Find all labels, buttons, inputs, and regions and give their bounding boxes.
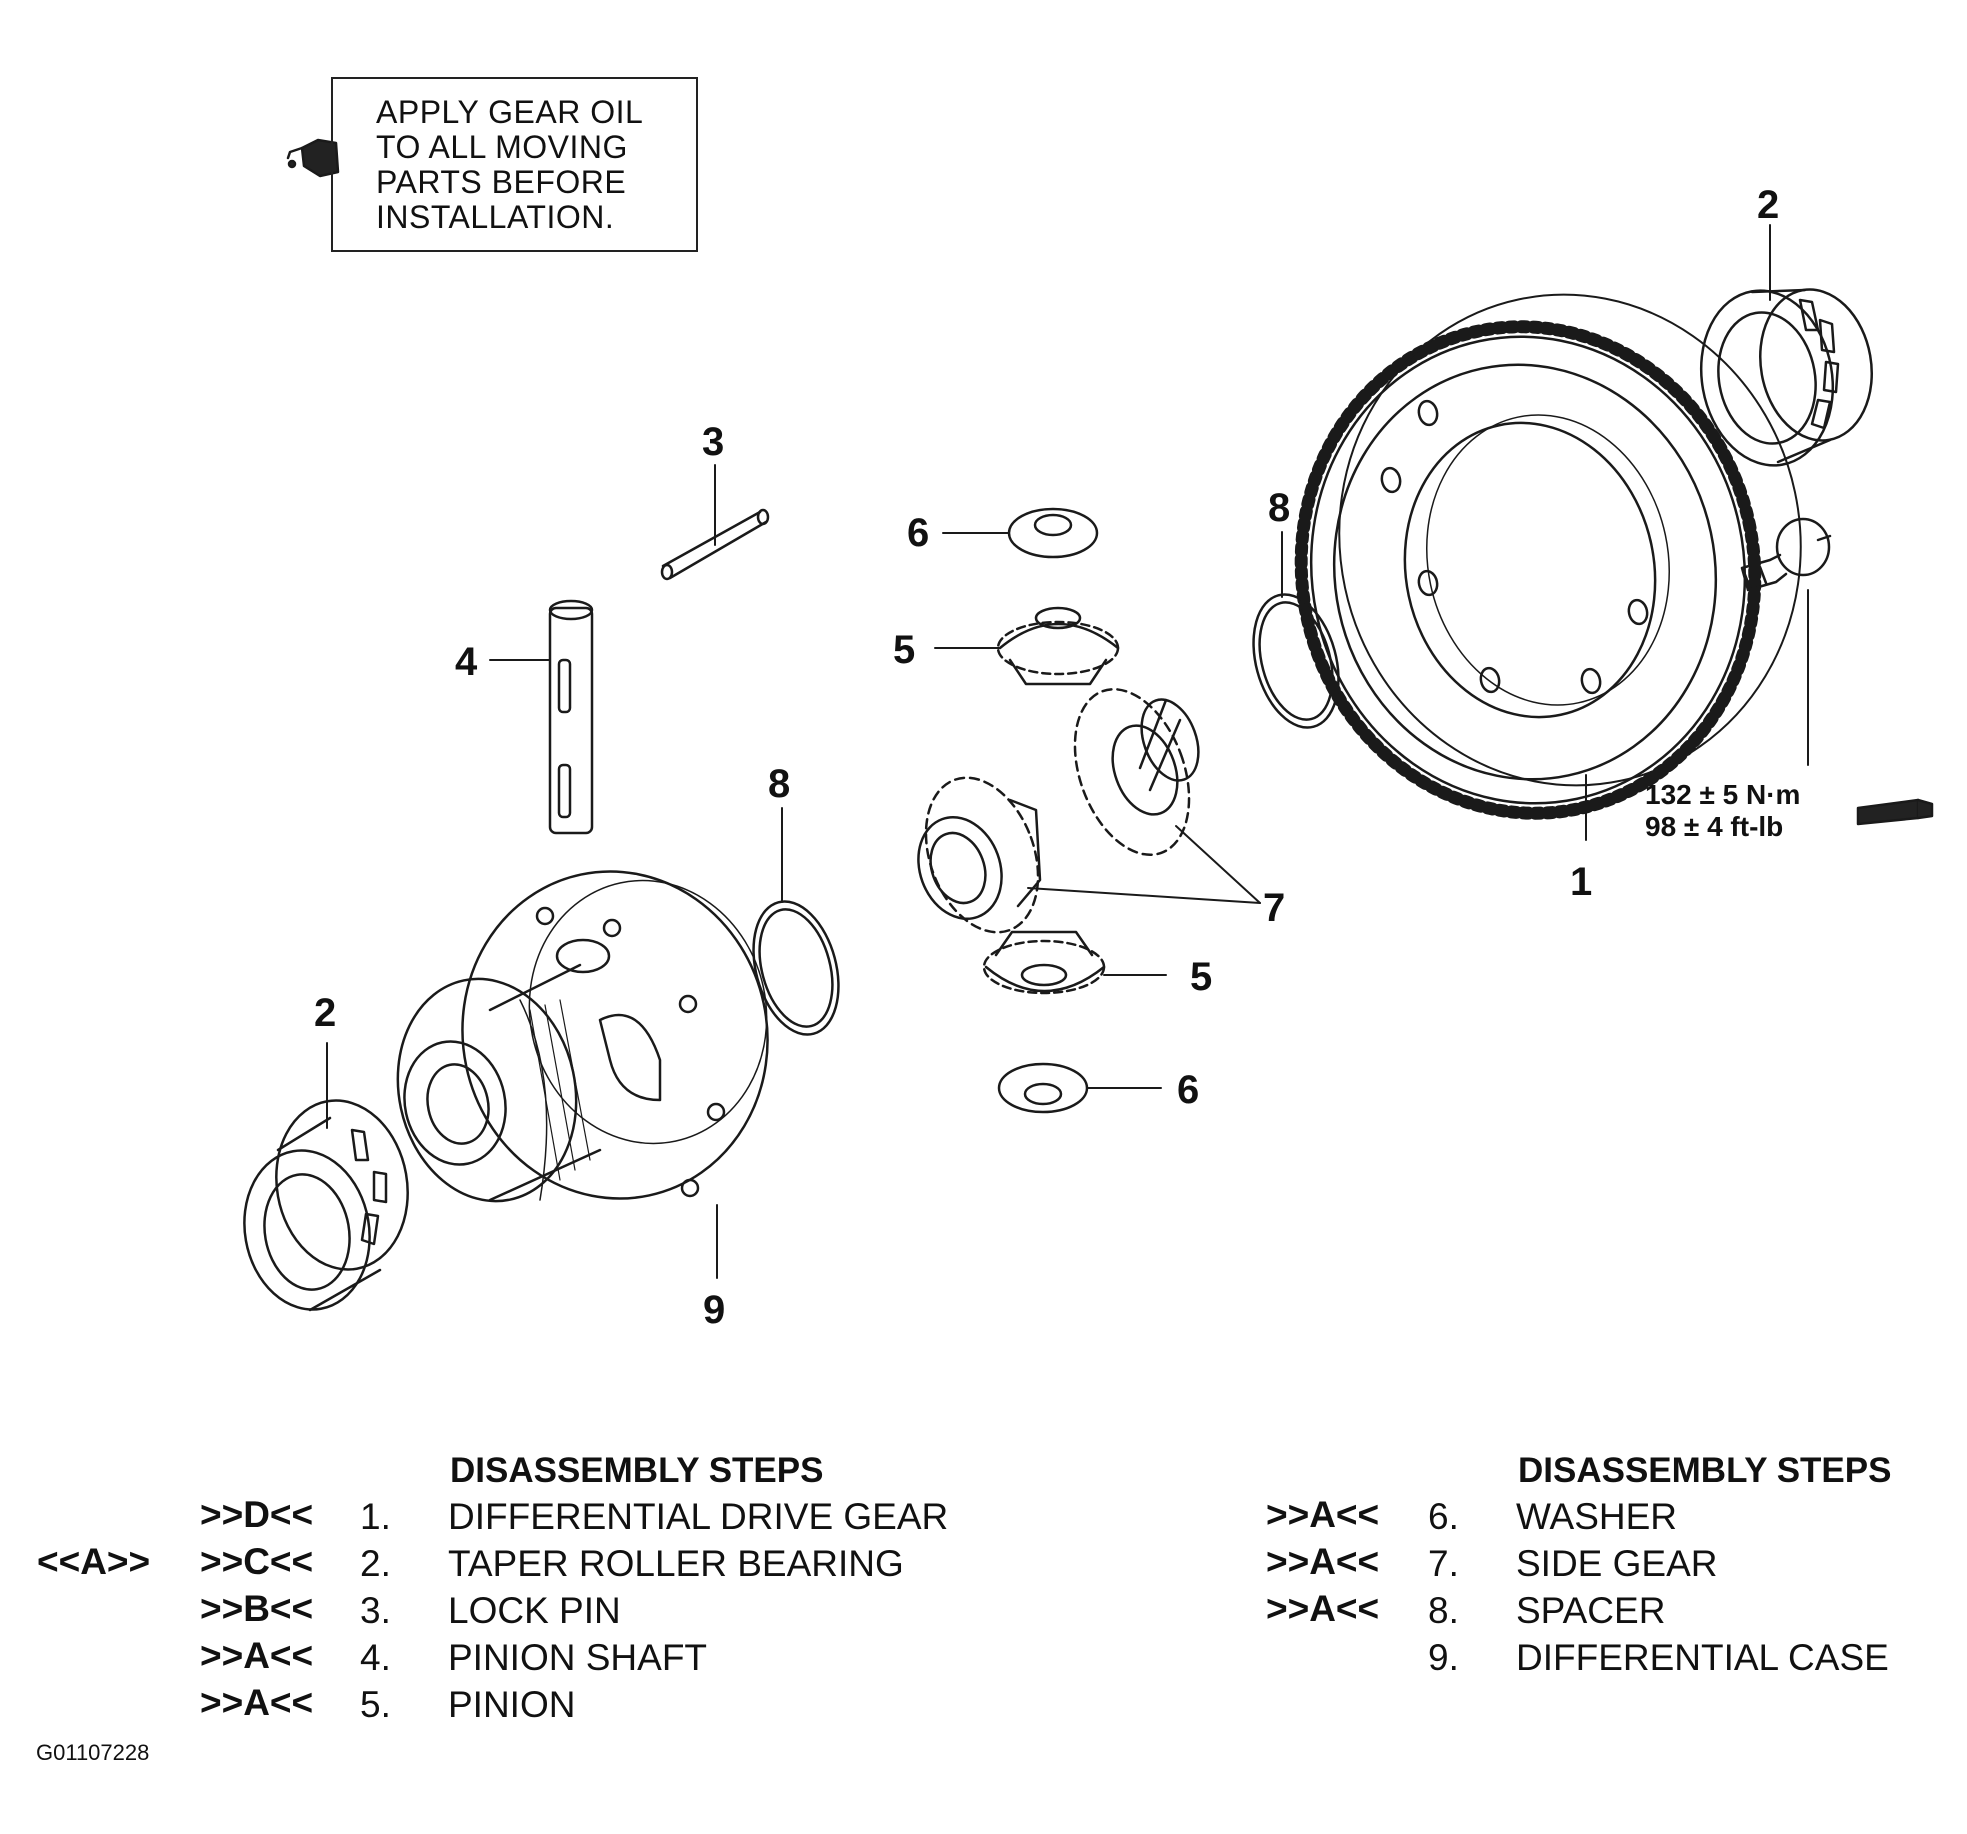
- callout-1: 1: [1570, 860, 1593, 904]
- callout-9: 9: [703, 1288, 726, 1332]
- callout-8-right: 8: [1268, 486, 1291, 530]
- steps-heading-right: DISASSEMBLY STEPS: [1518, 1451, 1892, 1490]
- callout-3: 3: [702, 420, 725, 464]
- step-2-code: >>C<<: [200, 1541, 314, 1582]
- step-6-code: >>A<<: [1266, 1494, 1380, 1535]
- step-2-prefix-code: <<A>>: [37, 1541, 151, 1582]
- gear-oil-note-line: APPLY GEAR OIL: [376, 94, 644, 130]
- drive-gear-bolt: [1740, 517, 1832, 592]
- step-3-number: 3.: [360, 1590, 391, 1631]
- callout-8-left: 8: [768, 762, 791, 806]
- step-4-code: >>A<<: [200, 1635, 314, 1676]
- step-2-number: 2.: [360, 1543, 391, 1584]
- callout-5-bottom: 5: [1190, 955, 1213, 999]
- step-9-number: 9.: [1428, 1637, 1459, 1678]
- step-7-number: 7.: [1428, 1543, 1459, 1584]
- step-1-code: >>D<<: [200, 1494, 314, 1535]
- step-6-name: WASHER: [1516, 1496, 1678, 1537]
- lock-pin: [660, 508, 770, 581]
- differential-drive-gear: [1294, 293, 1802, 820]
- step-8-number: 8.: [1428, 1590, 1459, 1631]
- spacer-right: [1252, 593, 1340, 729]
- callout-2-top: 2: [1757, 183, 1780, 227]
- gear-oil-note-line: PARTS BEFORE: [376, 164, 627, 200]
- callout-6-top: 6: [907, 511, 930, 555]
- taper-roller-bearing-top: [1699, 288, 1873, 467]
- side-gear-upper: [1073, 688, 1200, 856]
- step-1-name: DIFFERENTIAL DRIVE GEAR: [448, 1496, 949, 1537]
- step-5-code: >>A<<: [200, 1682, 314, 1723]
- spacer-left: [752, 900, 840, 1036]
- step-9-name: DIFFERENTIAL CASE: [1516, 1637, 1889, 1678]
- step-5-name: PINION: [448, 1684, 576, 1725]
- differential-case: [396, 870, 769, 1203]
- step-4-name: PINION SHAFT: [448, 1637, 708, 1678]
- torque-spec-imperial: 98 ± 4 ft-lb: [1645, 811, 1784, 842]
- callout-7: 7: [1263, 886, 1286, 930]
- pinion-top: [996, 606, 1120, 686]
- pinion-bottom: [982, 930, 1106, 995]
- steps-heading-left: DISASSEMBLY STEPS: [450, 1451, 824, 1490]
- oil-can-icon: [286, 138, 340, 178]
- gear-oil-note-line: INSTALLATION.: [376, 199, 615, 235]
- figure-id: G01107228: [36, 1740, 150, 1765]
- step-8-name: SPACER: [1516, 1590, 1666, 1631]
- pinion-shaft: [548, 599, 594, 835]
- step-3-code: >>B<<: [200, 1588, 314, 1629]
- callout-6-bottom: 6: [1177, 1068, 1200, 1112]
- step-7-name: SIDE GEAR: [1516, 1543, 1718, 1584]
- torque-wrench-icon: [1856, 798, 1934, 826]
- step-4-number: 4.: [360, 1637, 391, 1678]
- side-gear-lower: [917, 776, 1042, 934]
- step-5-number: 5.: [360, 1684, 391, 1725]
- step-6-number: 6.: [1428, 1496, 1459, 1537]
- step-2-name: TAPER ROLLER BEARING: [448, 1543, 904, 1584]
- gear-oil-note-box: [331, 77, 698, 252]
- step-7-code: >>A<<: [1266, 1541, 1380, 1582]
- gear-oil-note-line: TO ALL MOVING: [376, 129, 628, 165]
- torque-spec-metric: 132 ± 5 N·m: [1645, 779, 1801, 810]
- taper-roller-bearing-left: [243, 1099, 409, 1312]
- callout-2-left: 2: [314, 991, 337, 1035]
- step-8-code: >>A<<: [1266, 1588, 1380, 1629]
- step-1-number: 1.: [360, 1496, 391, 1537]
- callout-4: 4: [455, 640, 478, 684]
- leader-lines: [326, 224, 1809, 1279]
- callout-5-top: 5: [893, 628, 916, 672]
- step-3-name: LOCK PIN: [448, 1590, 621, 1631]
